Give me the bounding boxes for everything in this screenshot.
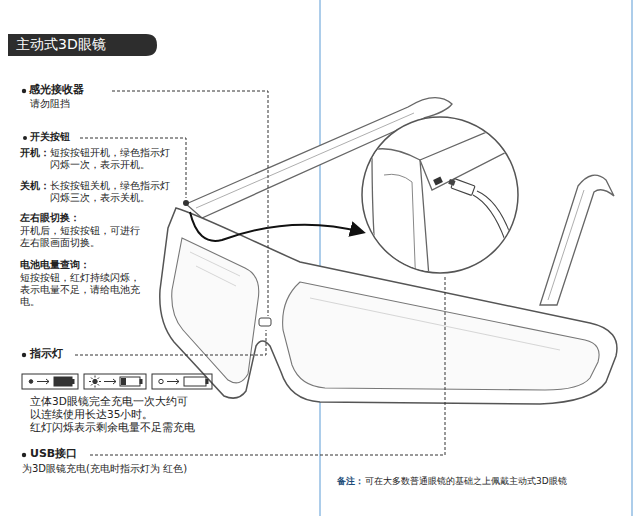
description: 长按按钮关机，绿色指示灯闪烁三次，表示关机。 — [50, 180, 173, 204]
item-heading: 关机： — [20, 180, 50, 192]
bullet — [22, 453, 26, 457]
bullet — [23, 136, 27, 140]
item-heading: 左右眼切换： — [20, 212, 80, 224]
bullet — [22, 353, 26, 357]
title: 主动式3D眼镜 — [16, 36, 106, 53]
note: 请勿阻挡 — [30, 98, 70, 110]
description: 开机后，短按按钮，可进行左右眼画面切换。 — [20, 225, 143, 249]
part-name: 感光接收器 — [29, 83, 84, 96]
power-button — [183, 200, 189, 206]
part-name: USB接口 — [30, 447, 77, 460]
description: 红灯闪烁表示剩余电量不足需充电 — [30, 421, 195, 434]
description: 立体3D眼镜完全充电一次大约可以连续使用长达35小时。 — [30, 395, 198, 421]
title-banner — [8, 34, 157, 56]
description: 短按按钮开机，绿色指示灯闪烁一次，表示开机。 — [50, 147, 173, 171]
bullet — [22, 89, 26, 93]
item-heading: 开机： — [20, 147, 50, 159]
pointer-arrow — [190, 212, 362, 241]
usb-cable — [473, 191, 511, 240]
sensor — [259, 318, 271, 326]
part-name: 指示灯 — [30, 347, 63, 360]
fold-line — [320, 0, 321, 516]
part-name: 开关按钮 — [30, 131, 70, 143]
indicator-icon — [22, 374, 212, 389]
fold-line — [632, 0, 633, 516]
note: 可在大多数普通眼镜的基础之上佩戴主动式3D眼镜 — [365, 476, 567, 487]
lens — [172, 238, 259, 383]
note-heading: 备注： — [337, 476, 364, 487]
temple-arm — [540, 175, 614, 305]
description: 短按按钮，红灯持续闪烁，表示电量不足，请给电池充电。 — [20, 272, 147, 308]
usb-port — [433, 177, 443, 186]
description: 为3D眼镜充电(充电时指示灯为 红色) — [22, 463, 187, 475]
item-heading: 电池电量查询： — [20, 259, 90, 271]
lens — [283, 282, 599, 390]
